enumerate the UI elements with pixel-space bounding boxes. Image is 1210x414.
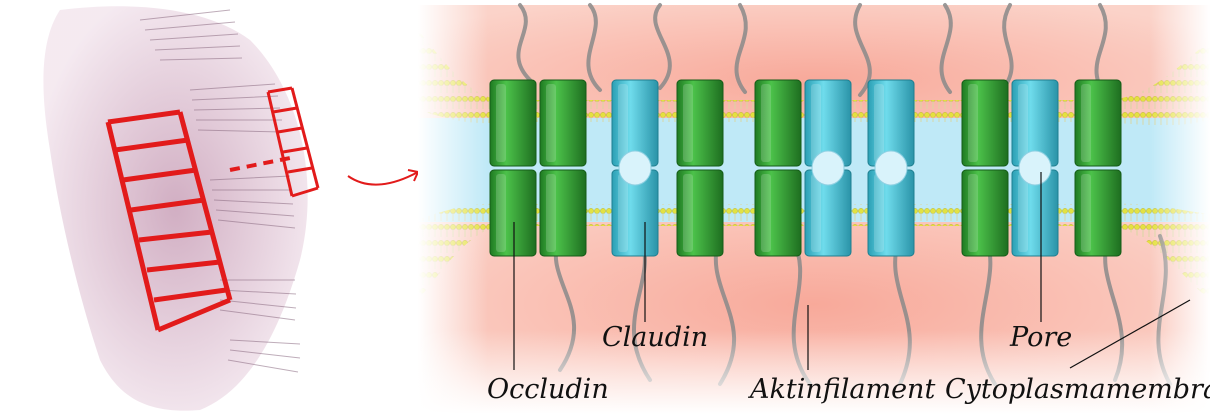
label-aktinfilament: Aktinfilament — [747, 374, 935, 405]
pore-icon — [812, 151, 844, 185]
protein-highlight — [546, 84, 556, 162]
protein-highlight — [683, 174, 693, 252]
protein-highlight — [683, 84, 693, 162]
junction-detail: Occludin Claudin Aktinfilament Pore Cyto… — [418, 0, 1210, 414]
protein-highlight — [618, 174, 628, 252]
protein-highlight — [761, 84, 771, 162]
protein-highlight — [874, 174, 884, 252]
protein-highlight — [968, 174, 978, 252]
label-pore: Pore — [1009, 322, 1072, 353]
protein-highlight — [618, 84, 628, 162]
pore-icon — [1019, 151, 1051, 185]
zoom-arrow-icon — [348, 170, 418, 185]
pore-icon — [875, 151, 907, 185]
protein-highlight — [1018, 174, 1028, 252]
protein-highlight — [1081, 174, 1091, 252]
protein-highlight — [1081, 84, 1091, 162]
tissue-overview — [43, 6, 318, 410]
protein-highlight — [1018, 84, 1028, 162]
pore-icon — [619, 151, 651, 185]
label-cytoplasmamembran: Cytoplasmamembran — [945, 374, 1210, 405]
label-claudin: Claudin — [602, 322, 708, 353]
protein-highlight — [496, 174, 506, 252]
protein-highlight — [546, 174, 556, 252]
protein-highlight — [496, 84, 506, 162]
protein-highlight — [968, 84, 978, 162]
protein-highlight — [811, 84, 821, 162]
protein-highlight — [811, 174, 821, 252]
label-occludin: Occludin — [487, 374, 609, 405]
protein-highlight — [761, 174, 771, 252]
protein-highlight — [874, 84, 884, 162]
